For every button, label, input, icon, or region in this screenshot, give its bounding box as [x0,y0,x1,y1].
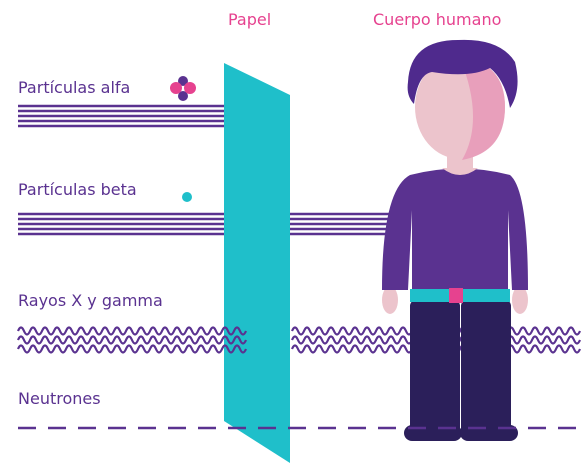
human-body-label: Cuerpo humano [373,10,502,29]
right-hand [512,286,528,314]
beta-particle-icon [182,192,192,202]
xgamma-wave [16,344,248,354]
left-hand [382,286,398,314]
beta-rays [18,212,390,236]
right-leg [461,300,511,435]
shirt [382,168,528,292]
paper-label: Papel [228,10,272,29]
paper-sheet [224,63,290,463]
xgamma-wave [16,335,248,345]
hair [407,39,518,108]
alpha-particle-icon [170,76,196,101]
beta-label: Partículas beta [18,180,137,199]
alpha-label: Partículas alfa [18,78,131,97]
belt-buckle [449,288,463,303]
left-leg [410,300,460,435]
human-figure [382,39,528,441]
xgamma-label: Rayos X y gamma [18,291,163,310]
neutron-label: Neutrones [18,389,101,408]
xgamma-wave [16,326,248,336]
